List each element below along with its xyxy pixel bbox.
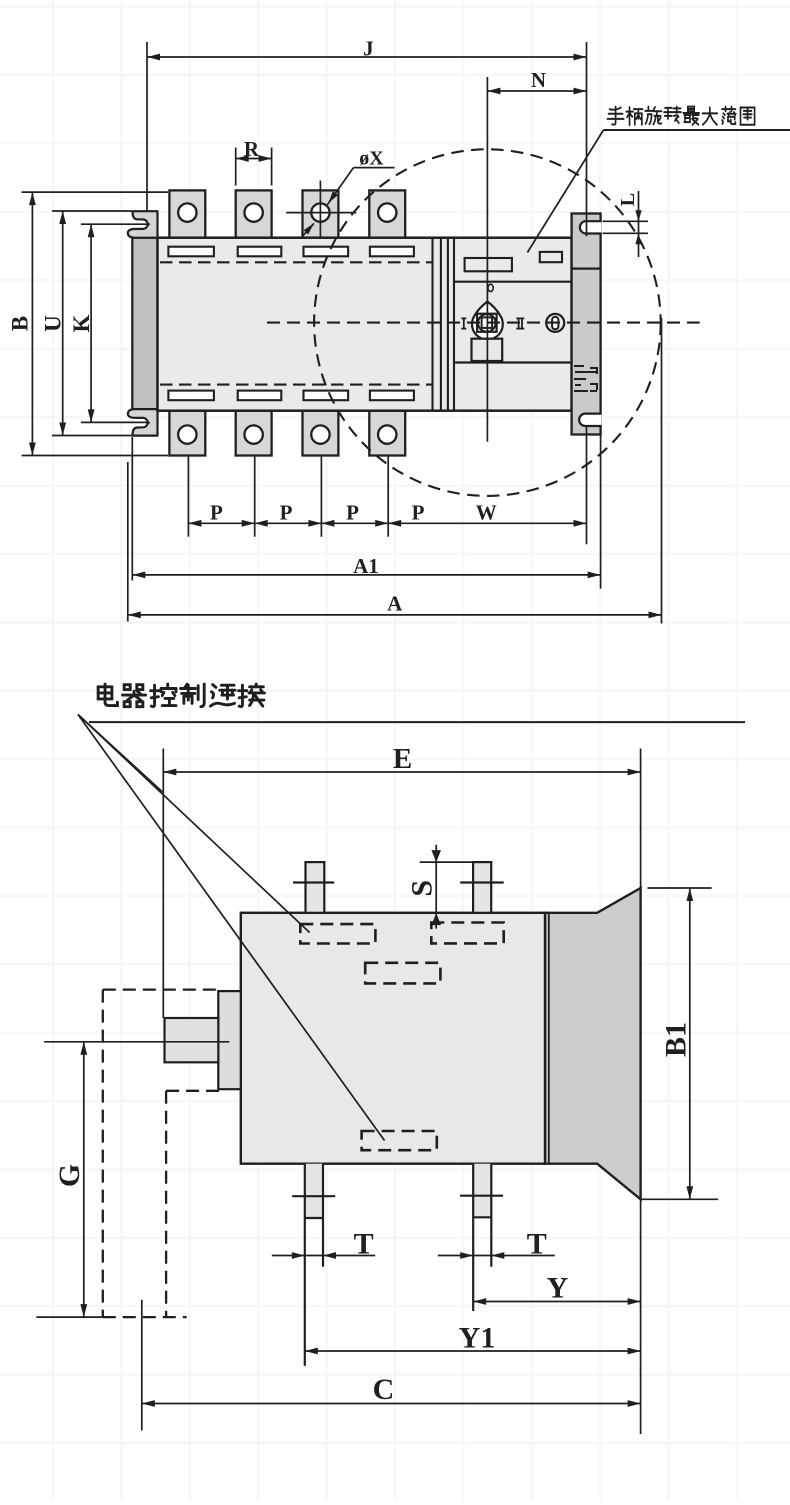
svg-text:E: E xyxy=(393,743,412,775)
svg-text:Y: Y xyxy=(547,1271,569,1304)
svg-text:G: G xyxy=(53,1164,86,1187)
svg-text:B: B xyxy=(8,316,33,331)
svg-text:R: R xyxy=(244,137,260,161)
svg-text:Y1: Y1 xyxy=(459,1322,496,1355)
svg-text:N: N xyxy=(531,68,546,92)
svg-text:J: J xyxy=(363,37,374,61)
svg-text:P: P xyxy=(346,501,359,525)
svg-text:B1: B1 xyxy=(660,1022,693,1057)
svg-text:A: A xyxy=(387,592,403,616)
svg-text:P: P xyxy=(210,501,223,525)
svg-text:P: P xyxy=(280,501,293,525)
svg-text:C: C xyxy=(373,1373,395,1406)
svg-text:U: U xyxy=(41,315,66,332)
svg-text:S: S xyxy=(405,880,438,897)
svg-text:T: T xyxy=(527,1227,547,1260)
svg-text:A1: A1 xyxy=(353,554,379,578)
svg-text:W: W xyxy=(476,501,497,525)
svg-text:L: L xyxy=(617,193,639,206)
svg-text:P: P xyxy=(412,501,425,525)
svg-text:T: T xyxy=(354,1227,374,1260)
svg-text:K: K xyxy=(69,315,94,333)
svg-text:øX: øX xyxy=(359,148,384,170)
